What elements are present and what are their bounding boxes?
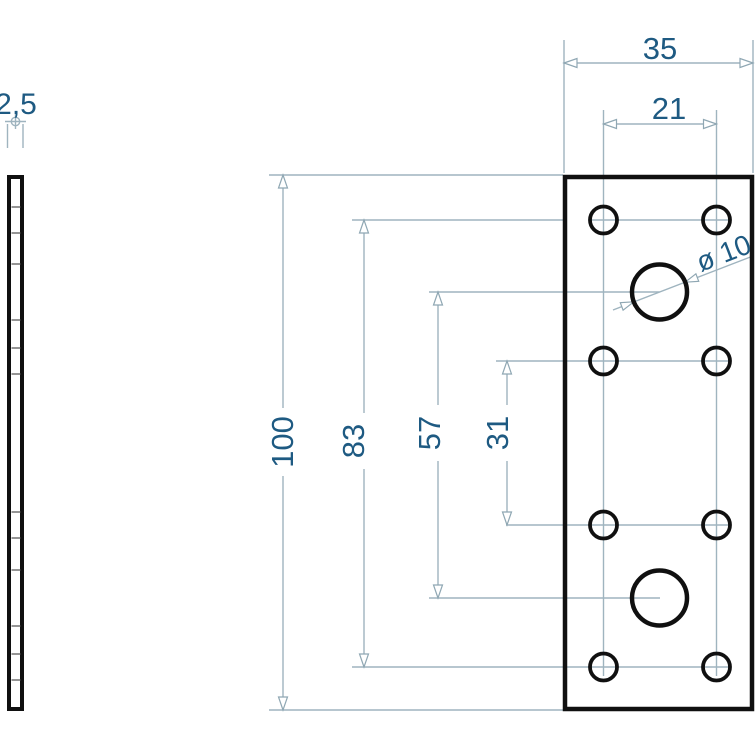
dimension-label-height: 100 [265, 416, 300, 468]
small-holes [588, 204, 732, 683]
arrowhead [501, 511, 513, 527]
dimension-dot-marker [10, 116, 21, 127]
dimension-inner-span [501, 359, 513, 527]
large-holes [629, 262, 690, 628]
arrowhead [601, 118, 618, 130]
front-view-outline [562, 174, 755, 712]
arrowhead [501, 359, 513, 375]
dimension-thickness [5, 114, 26, 129]
small-hole [588, 509, 619, 541]
dimension-outer-span [358, 218, 370, 669]
dimension-height [277, 173, 289, 712]
leader-line [612, 255, 754, 311]
small-hole [701, 345, 732, 377]
small-hole [701, 204, 732, 236]
arrowhead [358, 218, 370, 234]
arrowhead [432, 290, 444, 306]
arrowhead [619, 301, 636, 312]
dimension-label-hole-pitch: 21 [652, 91, 686, 126]
dimension-hole-pitch [601, 118, 719, 130]
dimension-label-inner-span: 31 [480, 416, 515, 450]
small-hole [588, 204, 619, 236]
hole-edge-projection-lines [11, 206, 21, 681]
arrowhead [562, 57, 578, 69]
small-hole [701, 651, 732, 683]
dimension-hole-diameter-leader [612, 255, 754, 312]
arrowhead [277, 696, 289, 712]
dimension-label-width: 35 [643, 31, 677, 66]
dimension-label-outer-span: 83 [336, 424, 371, 458]
side-view-fill [9, 177, 22, 709]
dimension-label-thickness: 2,5 [0, 88, 37, 121]
small-hole [701, 509, 732, 541]
dimension-label-large-hole-pitch: 57 [412, 416, 447, 450]
arrowhead [683, 272, 700, 283]
small-hole [588, 345, 619, 377]
large-hole [629, 568, 690, 628]
side-view [7, 175, 24, 711]
arrowhead [358, 653, 370, 669]
arrowhead [432, 584, 444, 600]
dimension-width [562, 57, 755, 69]
arrowhead [702, 118, 719, 130]
large-hole [629, 262, 690, 322]
front-view [562, 174, 755, 712]
arrowhead [739, 57, 755, 69]
dimension-large-hole-pitch [432, 290, 444, 600]
small-hole [588, 651, 619, 683]
side-view-outline [7, 175, 24, 711]
arrowhead [277, 173, 289, 189]
